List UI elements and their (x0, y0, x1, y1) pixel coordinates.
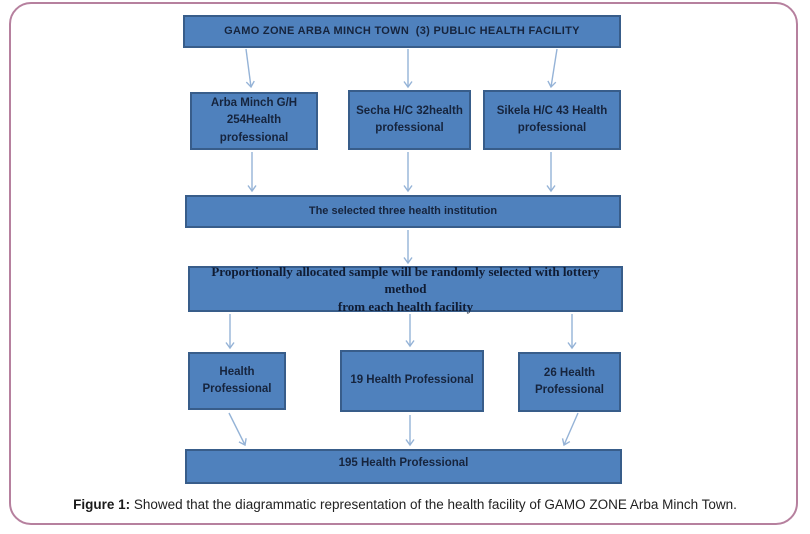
box-line: professional (375, 122, 444, 134)
selected-institutions-label: The selected three health institution (308, 205, 498, 218)
sikela-box: Sikela H/C 43 Health professional (483, 90, 621, 150)
box-line: 26 Health (543, 366, 596, 379)
total-sample-box: 195 Health Professional (185, 449, 622, 484)
box-line: Sikela H/C 43 Health (496, 104, 608, 117)
box-line: 254Health professional (219, 114, 289, 144)
allocation-method-box: Proportionally allocated sample will be … (188, 263, 623, 314)
box-line: Professional (534, 384, 605, 396)
sample-19-box: 19 Health Professional (340, 350, 484, 412)
health-professional-box: Health Professional (188, 352, 286, 410)
figure-caption: Figure 1: Showed that the diagrammatic r… (0, 497, 810, 512)
figure-caption-label: Figure 1: (73, 497, 131, 512)
box-line: Professional (202, 383, 272, 395)
box-line: Proportionally allocated sample will be … (211, 263, 603, 297)
secha-box: Secha H/C 32health professional (348, 90, 471, 150)
box-line: Health (219, 365, 255, 378)
box-line: Secha H/C 32health (356, 104, 463, 117)
box-line: from each health facility (337, 298, 474, 314)
selected-institutions-box: The selected three health institution (185, 195, 621, 228)
box-line: Arba Minch G/H (210, 97, 298, 110)
figure-caption-text: Showed that the diagrammatic representat… (133, 497, 737, 512)
top-facility-label: GAMO ZONE ARBA MINCH TOWN (3) PUBLIC HEA… (224, 25, 580, 38)
box-line: professional (517, 122, 587, 134)
figure-frame (9, 2, 798, 525)
box-line: 19 Health Professional (350, 374, 474, 387)
sample-26-box: 26 Health Professional (518, 352, 621, 412)
top-facility-box: GAMO ZONE ARBA MINCH TOWN (3) PUBLIC HEA… (183, 15, 621, 48)
arba-minch-box: Arba Minch G/H 254Health professional (190, 92, 318, 150)
total-sample-label: 195 Health Professional (338, 457, 469, 469)
